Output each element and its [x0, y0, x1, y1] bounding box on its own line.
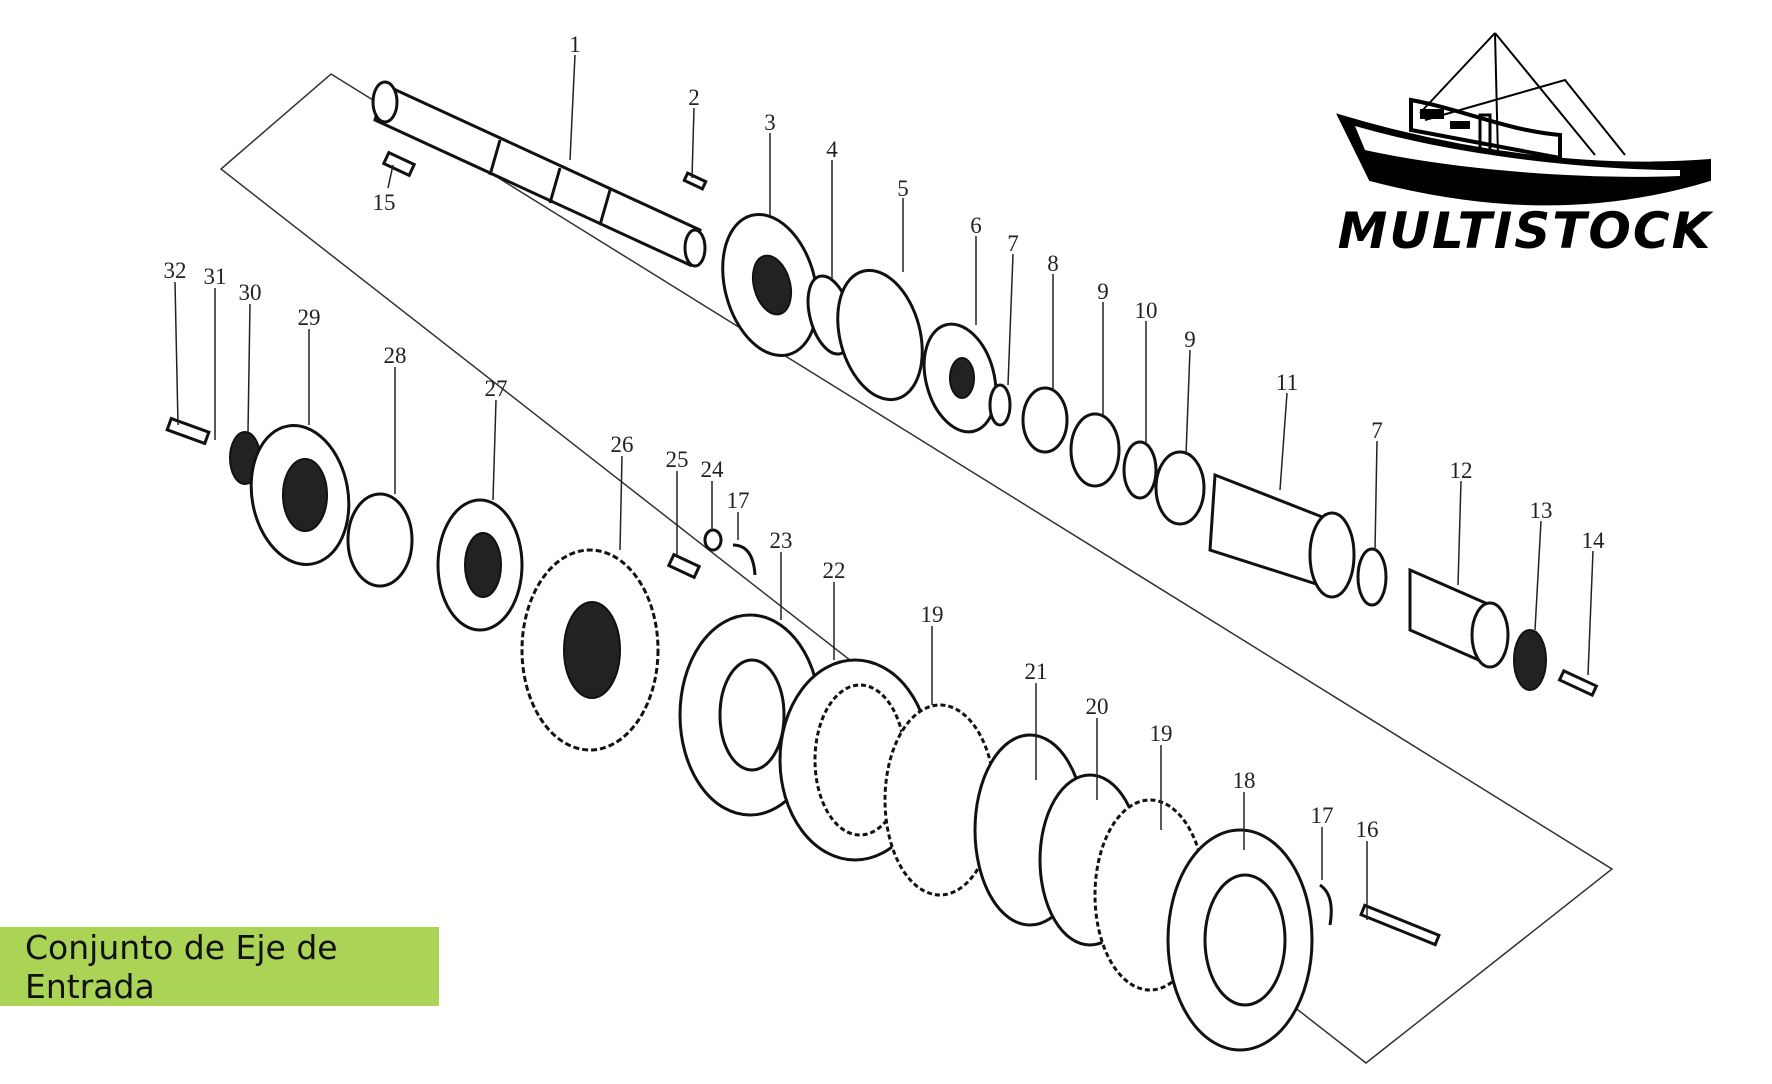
part-label-13: 13: [1530, 498, 1553, 523]
part-label-19b: 19: [1150, 721, 1173, 746]
part-label-23: 23: [770, 528, 793, 553]
part-label-17b: 17: [1311, 803, 1334, 828]
bolt-16: [1359, 903, 1441, 947]
needle-bearing-9b: [1154, 450, 1206, 526]
nut-24: [703, 528, 723, 552]
screw-14: [1557, 668, 1599, 698]
part-label-28: 28: [384, 343, 407, 368]
part-label-5: 5: [897, 176, 909, 201]
part-label-1: 1: [569, 32, 581, 57]
part-label-29: 29: [298, 305, 321, 330]
part-label-30: 30: [239, 280, 262, 305]
assembly-frame: [219, 73, 1614, 1064]
ring-7: [988, 383, 1012, 427]
input-shaft: [371, 80, 707, 268]
part-label-15: 15: [373, 190, 396, 215]
pin-25: [666, 552, 702, 580]
spacer-28: [346, 492, 414, 588]
ring-7b: [1356, 547, 1388, 607]
part-label-20: 20: [1086, 694, 1109, 719]
key: [381, 150, 417, 178]
part-label-4: 4: [826, 137, 838, 162]
part-label-32: 32: [164, 258, 187, 283]
part-label-8: 8: [1047, 251, 1059, 276]
washer-13: [1513, 629, 1547, 691]
clip-17b: [1319, 883, 1333, 926]
part-label-17: 17: [727, 488, 750, 513]
part-label-16: 16: [1356, 817, 1379, 842]
needle-bearing-9: [1069, 412, 1121, 488]
part-label-10: 10: [1135, 298, 1158, 323]
multistock-logo: MULTISTOCK: [1336, 32, 1714, 260]
part-label-11: 11: [1276, 370, 1298, 395]
part-label-21: 21: [1025, 659, 1048, 684]
part-label-9b: 9: [1184, 327, 1196, 352]
part-label-24: 24: [701, 457, 725, 482]
part-label-7: 7: [1007, 231, 1019, 256]
part-label-2: 2: [688, 85, 700, 110]
clip-17: [732, 543, 757, 576]
pin-2: [682, 171, 708, 191]
page-title: Conjunto de Eje de Entrada: [25, 927, 338, 1006]
bolt-32: [165, 416, 211, 446]
cover-5: [836, 268, 924, 402]
part-label-6: 6: [970, 213, 982, 238]
part-label-22: 22: [823, 558, 846, 583]
part-label-31: 31: [204, 264, 227, 289]
part-label-14: 14: [1582, 528, 1606, 553]
spacer-10: [1122, 440, 1158, 500]
part-label-9: 9: [1097, 279, 1109, 304]
part-label-27: 27: [485, 376, 508, 401]
leader-lines: [174, 54, 1594, 920]
part-label-19: 19: [921, 602, 944, 627]
part-label-12: 12: [1450, 458, 1473, 483]
bushing-8: [1021, 386, 1069, 454]
part-label-7b: 7: [1371, 418, 1383, 443]
part-label-25: 25: [666, 447, 689, 472]
title-banner: Conjunto de Eje de Entrada: [0, 927, 439, 1006]
part-label-3: 3: [764, 110, 776, 135]
fishing-boat-icon: [1336, 32, 1711, 206]
part-label-26: 26: [611, 432, 634, 457]
logo-text: MULTISTOCK: [1338, 202, 1714, 260]
part-label-18: 18: [1233, 768, 1256, 793]
